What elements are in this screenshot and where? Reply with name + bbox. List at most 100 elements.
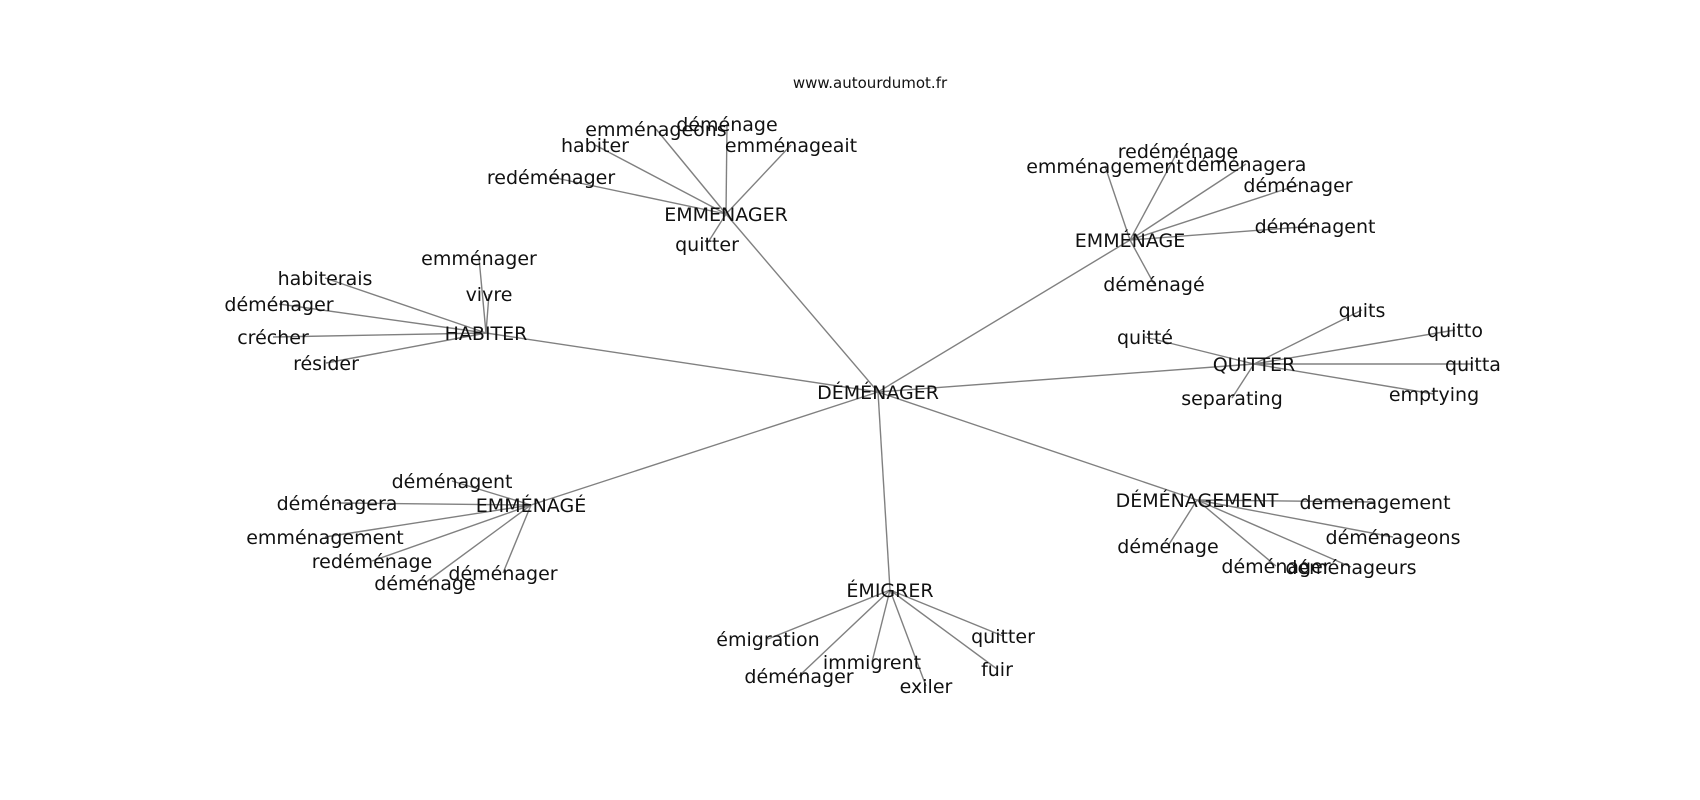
edge-root-habiter [485,332,879,393]
word-node[interactable]: quitté [1117,327,1173,349]
word-node[interactable]: déménageons [1326,527,1461,549]
word-node[interactable]: habiter [561,135,629,157]
word-node[interactable]: emménagement [246,527,404,549]
word-node[interactable]: immigrent [823,652,921,674]
word-node[interactable]: emménageons [585,119,726,141]
root-node[interactable]: DÉMÉNAGER [817,381,939,404]
edge-emmenager-1 [655,128,727,215]
edge-root-emigrer [877,391,891,591]
word-node[interactable]: déménagera [277,493,398,515]
edge-habiter-2 [485,293,490,334]
edge-root-emmenage2 [530,391,879,506]
edge-emmenage2-2 [324,504,532,538]
cluster-node-emmenage2[interactable]: EMMÉNAGÉ [476,494,586,517]
word-node[interactable]: émigration [716,629,819,651]
edge-quitter-0 [1253,309,1363,365]
cluster-node-emigrer[interactable]: ÉMIGRER [846,579,933,602]
word-node[interactable]: quits [1339,300,1386,322]
edge-emmenage2-4 [502,504,532,574]
edge-root-quitter [877,363,1255,393]
edge-emmenage-1 [1104,165,1131,241]
edge-emmenage-2 [1129,163,1247,241]
word-node[interactable]: déménager [1243,175,1352,197]
cluster-node-emmenager[interactable]: EMMENAGER [664,204,788,226]
word-node[interactable]: quitto [1427,320,1483,342]
edge-emmenager-4 [550,176,727,215]
word-node[interactable]: déménager [224,294,333,316]
word-node[interactable]: separating [1181,388,1283,410]
cluster-node-habiter[interactable]: HABITER [445,323,528,345]
edge-root-emmenager [725,213,879,393]
edge-habiter-5 [325,332,487,364]
word-node[interactable]: quitta [1445,354,1501,376]
word-node[interactable]: demenagement [1299,492,1450,514]
edge-demenagement-2 [1196,499,1394,538]
edge-emmenage-4 [1129,225,1316,241]
edge-quitter-5 [1253,363,1435,395]
word-node[interactable]: déménager [744,666,853,688]
edge-quitter-1 [1144,336,1255,365]
word-node[interactable]: déménage [676,114,777,136]
edge-emigrer-1 [889,589,1004,637]
edge-emmenage2-3 [371,504,532,562]
word-node[interactable]: déménageurs [1285,557,1416,579]
word-node[interactable]: déménagé [1103,274,1204,296]
word-node[interactable]: redéménage [312,551,432,573]
word-node[interactable]: déménager [1221,556,1330,578]
edge-emmenage2-5 [424,504,532,584]
word-node[interactable]: exiler [900,676,953,698]
edge-emigrer-2 [871,589,891,663]
cluster-node-demenagement[interactable]: DÉMÉNAGEMENT [1116,489,1279,512]
word-node[interactable]: quitter [971,626,1035,648]
edges [272,123,1473,687]
edge-emmenage2-1 [336,502,532,506]
word-node[interactable]: redéménage [1118,141,1238,163]
word-node[interactable]: redéménager [487,167,615,189]
edge-emmenager-5 [706,213,727,245]
word-node[interactable]: déménagera [1186,154,1307,176]
cluster-node-emmenage[interactable]: EMMÉNAGE [1075,229,1185,252]
word-node[interactable]: emménageait [725,135,857,157]
edge-emmenage-0 [1129,150,1179,241]
edge-emigrer-4 [889,589,998,670]
word-node[interactable]: déménagent [392,471,513,493]
edge-emmenage-5 [1129,239,1155,285]
edge-habiter-4 [272,332,487,338]
cluster-node-quitter[interactable]: QUITTER [1213,354,1296,376]
word-node[interactable]: déménager [448,563,557,585]
edge-root-demenagement [877,391,1198,501]
edge-habiter-1 [324,277,487,334]
edge-emmenage-3 [1129,184,1299,241]
word-node[interactable]: fuir [981,659,1013,681]
edge-emmenager-0 [725,123,728,215]
word-node[interactable]: déménage [1117,536,1218,558]
edge-emigrer-0 [767,589,891,640]
word-node[interactable]: emptying [1389,384,1479,406]
edge-quitter-2 [1253,329,1456,365]
site-url: www.autourdumot.fr [793,74,948,92]
word-node[interactable]: résider [293,353,359,375]
edge-emmenager-2 [594,144,727,215]
word-node[interactable]: déménage [374,573,475,595]
edge-demenagement-4 [1196,499,1352,568]
word-node[interactable]: vivre [466,284,513,306]
word-node[interactable]: habiterais [278,268,373,290]
word-node[interactable]: crécher [237,327,309,349]
edge-emigrer-5 [889,589,927,687]
edge-habiter-3 [278,303,487,334]
word-node[interactable]: déménagent [1255,216,1376,238]
edge-quitter-4 [1231,363,1255,399]
edge-emmenager-3 [725,144,792,215]
edge-demenagement-1 [1167,499,1198,547]
edge-demenagement-3 [1196,499,1277,567]
edge-root-emmenage [877,239,1131,393]
edge-demenagement-0 [1196,499,1376,503]
edge-habiter-0 [478,257,487,334]
word-node[interactable]: quitter [675,234,739,256]
labels: DÉMÉNAGEREMMENAGERdéménageemménageonshab… [224,114,1501,698]
edge-emmenage2-0 [451,480,532,506]
edge-emigrer-3 [798,589,891,677]
word-node[interactable]: emménager [421,248,537,270]
word-node[interactable]: emménagement [1026,156,1184,178]
